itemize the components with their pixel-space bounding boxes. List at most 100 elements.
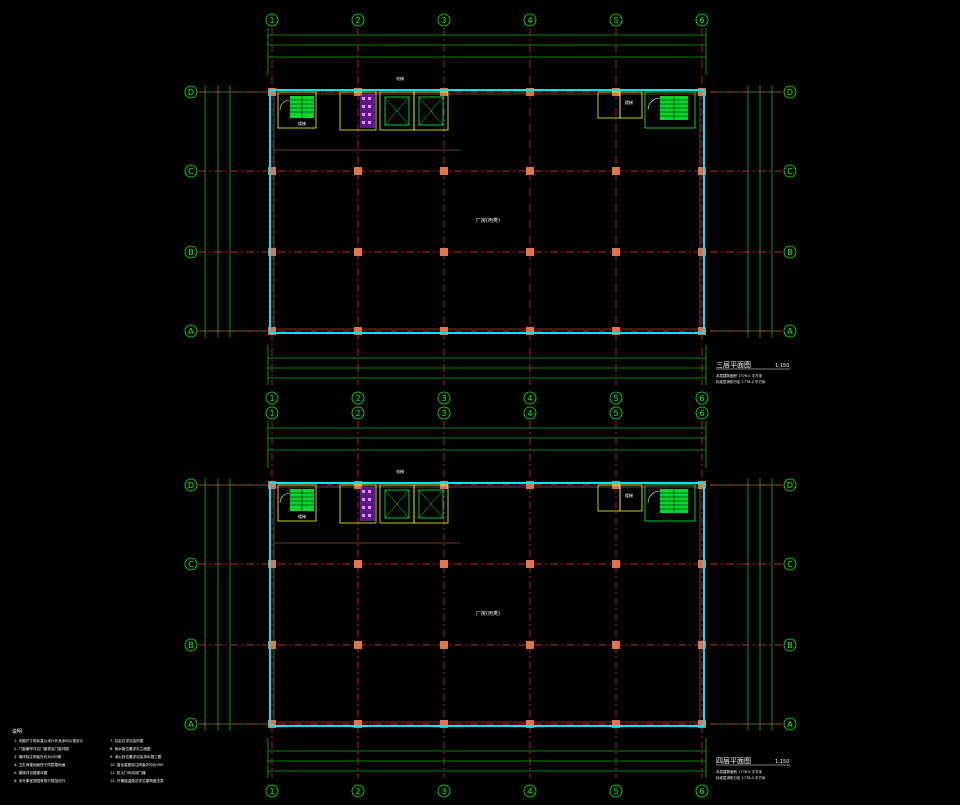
structural-column xyxy=(268,560,276,568)
structural-column xyxy=(526,88,534,96)
axis-label-col: 3 xyxy=(441,394,446,403)
stair-label-right: 楼梯 xyxy=(625,492,633,498)
axis-bubble-row xyxy=(783,478,797,492)
axis-bubble-row xyxy=(184,245,198,259)
structural-column xyxy=(612,327,620,335)
structural-column xyxy=(268,248,276,256)
window-marks xyxy=(269,89,705,334)
axis-bubble-col xyxy=(609,13,623,27)
axis-bubble-row xyxy=(184,638,198,652)
note-left-5: 5. 楼梯详见楼梯详图 xyxy=(14,770,48,775)
plan-note-2: 标准层消防分区 1776.0 平方米 xyxy=(716,775,766,780)
note-left-6: 6. 未尽事宜按国家现行规范执行 xyxy=(14,778,66,783)
axis-label-col: 4 xyxy=(527,16,532,25)
axis-bubble-row xyxy=(184,164,198,178)
axis-label-row: A xyxy=(188,720,194,729)
bottom-dimension-lines xyxy=(267,345,707,385)
structural-column xyxy=(440,248,448,256)
axis-label-col: 2 xyxy=(355,16,360,25)
axis-label-col: 6 xyxy=(699,787,704,796)
axis-label-col: 4 xyxy=(527,787,532,796)
axis-label-row: C xyxy=(188,560,194,569)
axis-label-row: B xyxy=(188,641,194,650)
top-dimension-lines xyxy=(267,28,707,75)
structural-column xyxy=(526,560,534,568)
axis-label-col: 5 xyxy=(613,16,618,25)
axis-bubble-row xyxy=(783,85,797,99)
stair-left xyxy=(277,91,317,129)
structural-column xyxy=(526,167,534,175)
axis-label-row: D xyxy=(188,481,194,490)
axis-bubble-row xyxy=(783,638,797,652)
axis-label-col: 1 xyxy=(269,394,274,403)
plan-scale: 1:150 xyxy=(775,759,789,765)
axis-bubble-col xyxy=(523,784,537,798)
bottom-dimension-lines xyxy=(267,738,707,778)
stair-label-left: 楼梯 xyxy=(298,120,306,126)
plan-scale: 1:150 xyxy=(775,363,789,369)
axis-bubble-col xyxy=(695,391,709,405)
axis-label-row: C xyxy=(787,167,793,176)
axis-label-col: 2 xyxy=(355,394,360,403)
notes-heading: 说明 xyxy=(12,728,22,735)
plan-title: 四层平面图 xyxy=(716,757,751,765)
structural-column xyxy=(354,248,362,256)
axis-label-row: D xyxy=(787,481,793,490)
note-right-1: 7. 柱定位详见结构图 xyxy=(110,738,144,743)
axis-label-col: 3 xyxy=(441,409,446,418)
axis-label-col: 2 xyxy=(355,787,360,796)
structural-column xyxy=(440,560,448,568)
note-left-2: 2. 门窗编号详见门窗表及门窗详图 xyxy=(14,746,69,751)
note-right-2: 8. 雨水管位置详见立面图 xyxy=(110,746,151,751)
axis-label-col: 1 xyxy=(269,787,274,796)
structural-column xyxy=(698,88,706,96)
axis-label-col: 2 xyxy=(355,409,360,418)
axis-label-row: A xyxy=(787,327,793,336)
axis-bubble-col xyxy=(609,784,623,798)
structural-column xyxy=(526,481,534,489)
axis-label-row: A xyxy=(188,327,194,336)
structural-column xyxy=(354,641,362,649)
general-notes: 说明 1. 本图尺寸除标高以米计外其余均以毫米计 2. 门窗编号详见门窗表及门窗… xyxy=(12,728,164,783)
elevator-label: 电梯 xyxy=(396,75,404,81)
structural-column xyxy=(354,560,362,568)
elevator-label: 电梯 xyxy=(396,468,404,474)
note-left-4: 4. 卫生间楼地面低于同层楼地面 xyxy=(14,762,66,767)
axis-bubble-col xyxy=(609,391,623,405)
structural-column xyxy=(440,327,448,335)
axis-bubble-col xyxy=(265,13,279,27)
structural-column xyxy=(698,560,706,568)
stair-label-left: 楼梯 xyxy=(298,513,306,519)
stair-right xyxy=(597,91,696,129)
axis-label-row: C xyxy=(787,560,793,569)
toilet-room xyxy=(339,484,377,524)
axis-label-row: D xyxy=(188,88,194,97)
axis-label-col: 3 xyxy=(441,787,446,796)
axis-label-row: D xyxy=(787,88,793,97)
axis-bubble-row xyxy=(783,164,797,178)
axis-label-col: 4 xyxy=(527,409,532,418)
note-left-3: 3. 墙体除注明者外均为200厚 xyxy=(14,754,62,759)
axis-bubble-col xyxy=(695,13,709,27)
stair-right xyxy=(597,484,696,522)
axis-bubble-row xyxy=(783,557,797,571)
axis-label-row: B xyxy=(188,248,194,257)
structural-column xyxy=(440,167,448,175)
structural-column xyxy=(612,248,620,256)
axis-label-col: 1 xyxy=(269,16,274,25)
structural-column xyxy=(268,641,276,649)
note-right-5: 11. 防火门均设闭门器 xyxy=(110,770,146,775)
structural-column xyxy=(698,167,706,175)
axis-label-row: A xyxy=(787,720,793,729)
note-left-1: 1. 本图尺寸除标高以米计外其余均以毫米计 xyxy=(14,738,84,743)
axis-bubble-col xyxy=(265,391,279,405)
plan-title: 三层平面图 xyxy=(716,361,751,369)
structural-column xyxy=(268,167,276,175)
axis-bubble-col xyxy=(265,784,279,798)
note-right-6: 12. 外墙保温做法详见建筑做法表 xyxy=(110,778,164,783)
